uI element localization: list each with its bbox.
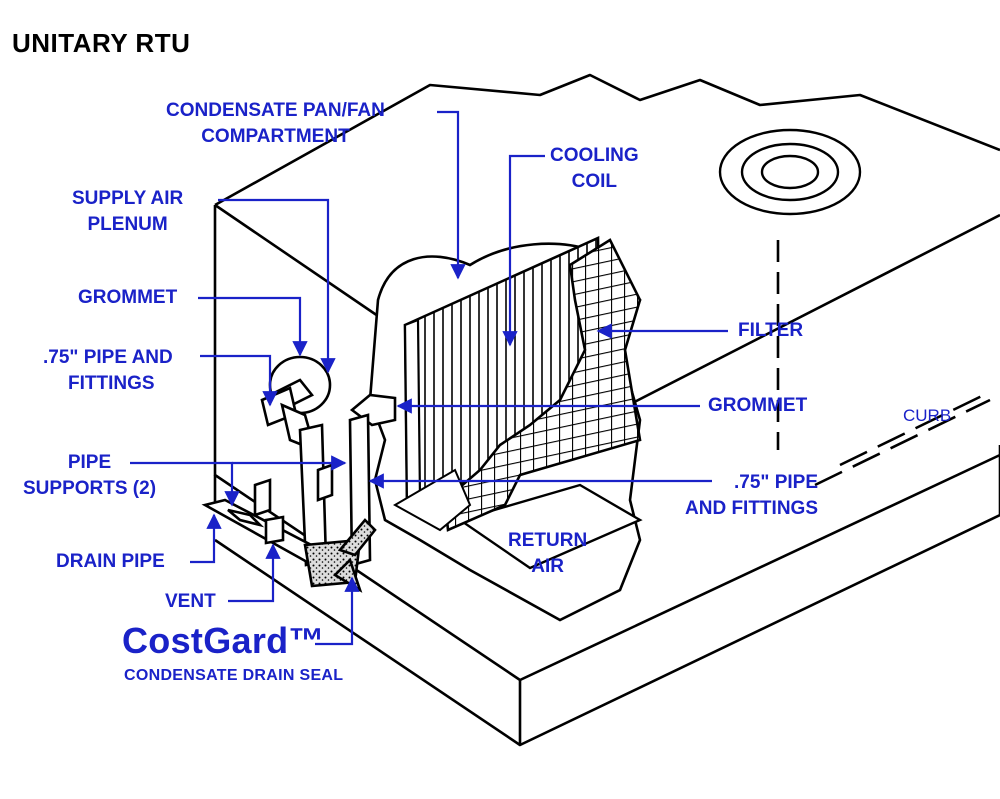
label-cooling-coil: COOLING COIL: [550, 143, 639, 195]
label-supply-air-line1: SUPPLY AIR: [72, 188, 184, 209]
label-return-air: RETURN AIR: [508, 528, 587, 580]
label-condensate-pan-line1: CONDENSATE PAN/FAN: [166, 100, 385, 121]
label-pipe-left-line2: FITTINGS: [68, 373, 155, 394]
label-condensate-pan: CONDENSATE PAN/FAN COMPARTMENT: [166, 98, 385, 150]
label-pipe-right: .75" PIPE AND FITTINGS: [658, 470, 818, 522]
label-grommet-left: GROMMET: [78, 287, 178, 308]
page-title: UNITARY RTU: [12, 28, 191, 58]
unit-top-face: [214, 73, 1000, 207]
label-pipe-right-line2: AND FITTINGS: [685, 498, 818, 519]
brand-name: CostGard™: [122, 620, 325, 661]
return-air-duct: [457, 483, 643, 570]
label-return-air-line2: AIR: [531, 556, 564, 577]
label-pipe-supports-line2: SUPPORTS (2): [23, 478, 157, 499]
curb-base: [213, 445, 1000, 747]
drain-piping: [201, 355, 397, 593]
label-condensate-pan-line2: COMPARTMENT: [201, 126, 350, 147]
exhaust-fan: [718, 128, 862, 216]
leader-drain-pipe: [190, 513, 222, 564]
label-pipe-left: .75" PIPE AND FITTINGS: [43, 345, 173, 397]
label-pipe-supports-line1: PIPE: [67, 452, 112, 473]
label-pipe-right-line1: .75" PIPE: [734, 472, 818, 493]
brand-tagline: CONDENSATE DRAIN SEAL: [124, 667, 344, 684]
leader-grommet-left: [198, 296, 308, 357]
label-filter: FILTER: [738, 320, 804, 341]
leader-supply-air: [218, 198, 336, 374]
label-grommet-right: GROMMET: [708, 395, 808, 416]
leader-pipe-left: [200, 354, 278, 407]
leader-cooling-coil: [502, 154, 545, 347]
leader-costgard: [315, 576, 360, 646]
label-supply-air: SUPPLY AIR PLENUM: [72, 186, 183, 238]
label-cooling-coil-line1: COOLING: [550, 145, 639, 166]
label-supply-air-line2: PLENUM: [87, 214, 168, 235]
label-cooling-coil-line2: COIL: [571, 171, 618, 192]
leader-lines: [130, 110, 728, 646]
label-return-air-line1: RETURN: [508, 530, 588, 551]
label-curb: CURB: [903, 406, 952, 425]
leader-condensate-pan: [437, 110, 466, 280]
leader-vent: [228, 543, 281, 603]
label-pipe-left-line1: .75" PIPE AND: [43, 347, 173, 368]
label-vent: VENT: [165, 591, 216, 612]
label-pipe-supports: PIPE SUPPORTS (2): [23, 450, 156, 502]
label-drain-pipe: DRAIN PIPE: [56, 551, 165, 572]
